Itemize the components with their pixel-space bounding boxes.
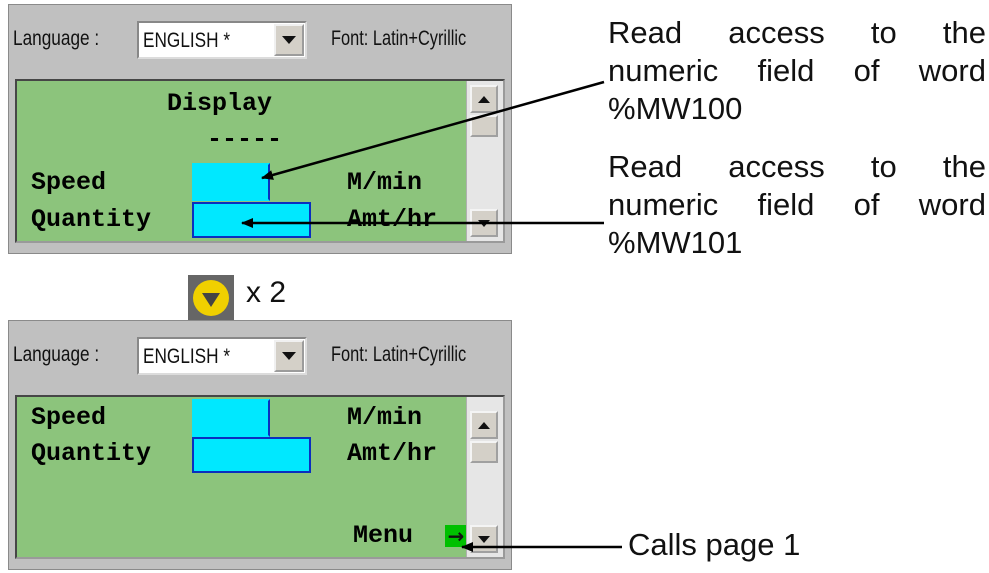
annotation-mw100: Read access to the numeric field of word… bbox=[608, 14, 986, 128]
annotation-word: field bbox=[757, 187, 815, 222]
speed-unit: M/min bbox=[347, 403, 423, 432]
annotation-calls-page: Calls page 1 bbox=[628, 527, 801, 562]
chevron-down-icon bbox=[282, 36, 296, 44]
arrow-to-mw100 bbox=[261, 80, 605, 180]
language-value: ENGLISH * bbox=[143, 345, 231, 368]
display-screen: Display ----- Speed M/min Quantity Amt/h… bbox=[15, 79, 505, 243]
scroll-up-button[interactable] bbox=[470, 85, 498, 113]
font-label: Font: Latin+Cyrillic bbox=[331, 343, 467, 366]
arrow-up-icon bbox=[478, 421, 490, 429]
arrow-up-icon bbox=[478, 95, 490, 103]
language-value: ENGLISH * bbox=[143, 29, 231, 52]
annotation-word: numeric bbox=[608, 53, 719, 88]
display-screen: Speed M/min Quantity Amt/hr Menu → bbox=[15, 395, 505, 559]
multiplier-label: x 2 bbox=[246, 276, 287, 309]
quantity-unit: Amt/hr bbox=[347, 439, 438, 468]
annotation-line: numeric field of word bbox=[608, 186, 986, 224]
speed-unit: M/min bbox=[347, 168, 423, 197]
chevron-down-icon bbox=[282, 352, 296, 360]
screen-title: Display bbox=[167, 89, 273, 118]
arrow-down-icon bbox=[478, 535, 490, 543]
annotation-word: of bbox=[853, 53, 880, 88]
annotation-word: access bbox=[728, 149, 825, 184]
speed-field[interactable] bbox=[192, 399, 270, 437]
language-label: Language : bbox=[13, 27, 100, 50]
annotation-word: %MW100 bbox=[608, 91, 743, 126]
panel-toolbar: Language : ENGLISH * Font: Latin+Cyrilli… bbox=[9, 5, 511, 77]
language-select[interactable]: ENGLISH * bbox=[137, 337, 307, 375]
language-dropdown-button[interactable] bbox=[274, 24, 304, 56]
annotation-word: the bbox=[942, 15, 986, 50]
quantity-field[interactable] bbox=[192, 437, 311, 473]
annotation-word: to bbox=[870, 15, 897, 50]
menu-label: Menu bbox=[353, 521, 414, 550]
language-select[interactable]: ENGLISH * bbox=[137, 21, 307, 59]
scroll-up-button[interactable] bbox=[470, 411, 498, 439]
annotation-line: %MW101 bbox=[608, 224, 986, 262]
annotation-word: the bbox=[942, 149, 986, 184]
scroll-thumb[interactable] bbox=[470, 441, 498, 463]
annotation-word: %MW101 bbox=[608, 225, 743, 260]
annotation-mw101: Read access to the numeric field of word… bbox=[608, 148, 986, 262]
annotation-word: Read bbox=[608, 15, 683, 50]
terminal-panel-2: Language : ENGLISH * Font: Latin+Cyrilli… bbox=[8, 320, 512, 570]
terminal-panel-1: Language : ENGLISH * Font: Latin+Cyrilli… bbox=[8, 4, 512, 254]
language-dropdown-button[interactable] bbox=[274, 340, 304, 372]
annotation-line: %MW100 bbox=[608, 90, 986, 128]
scroll-down-button[interactable] bbox=[470, 525, 498, 553]
annotation-word: Read bbox=[608, 149, 683, 184]
triangle-down-icon bbox=[202, 292, 220, 307]
annotation-line: Read access to the bbox=[608, 14, 986, 52]
language-label: Language : bbox=[13, 343, 100, 366]
speed-field[interactable] bbox=[192, 163, 270, 201]
quantity-label: Quantity bbox=[31, 439, 152, 468]
annotation-word: word bbox=[918, 187, 986, 222]
menu-arrow-icon[interactable]: → bbox=[445, 524, 467, 548]
quantity-label: Quantity bbox=[31, 205, 152, 234]
annotation-word: word bbox=[918, 53, 986, 88]
annotation-line: numeric field of word bbox=[608, 52, 986, 90]
annotation-word: field bbox=[757, 53, 815, 88]
screen-separator: ----- bbox=[207, 125, 283, 154]
annotation-word: numeric bbox=[608, 187, 719, 222]
quantity-unit: Amt/hr bbox=[347, 205, 438, 234]
annotation-word: of bbox=[853, 187, 880, 222]
down-arrow-key-icon bbox=[188, 275, 234, 321]
panel-toolbar: Language : ENGLISH * Font: Latin+Cyrilli… bbox=[9, 321, 511, 393]
annotation-line: Read access to the bbox=[608, 148, 986, 186]
speed-label: Speed bbox=[31, 168, 107, 197]
key-circle bbox=[193, 280, 229, 316]
vertical-scrollbar[interactable] bbox=[466, 397, 503, 557]
font-label: Font: Latin+Cyrillic bbox=[331, 27, 467, 50]
speed-label: Speed bbox=[31, 403, 107, 432]
annotation-word: to bbox=[870, 149, 897, 184]
annotation-word: access bbox=[728, 15, 825, 50]
